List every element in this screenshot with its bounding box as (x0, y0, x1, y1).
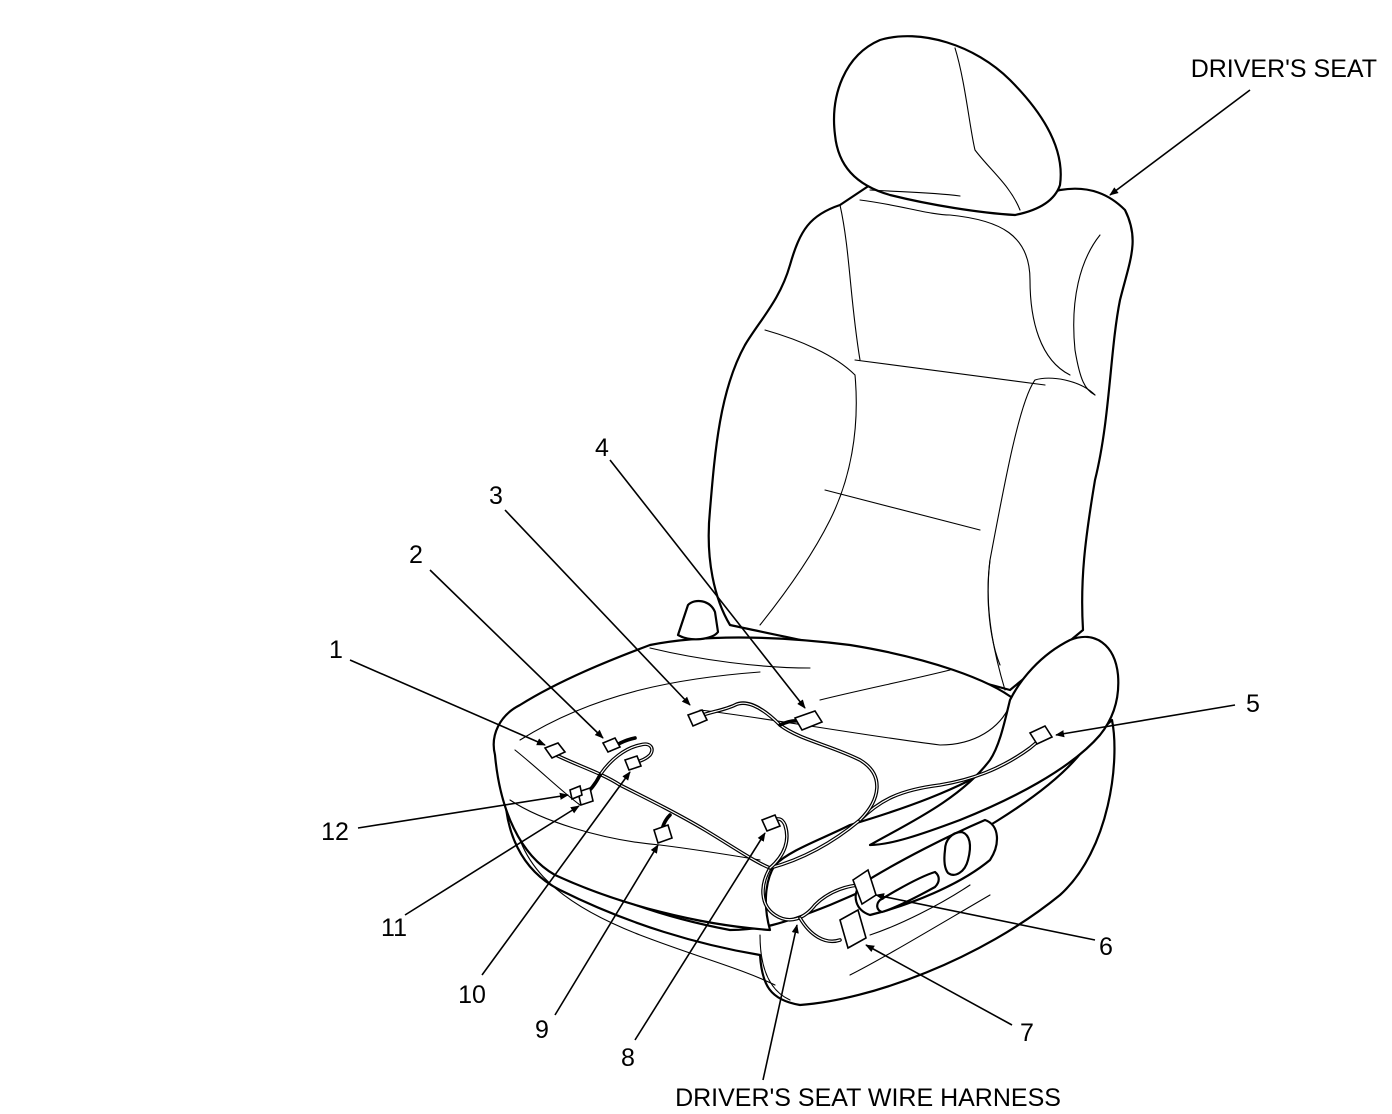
seat-adjust-knob (876, 870, 940, 914)
connector-5 (1028, 724, 1054, 746)
leader-10 (481, 771, 631, 976)
callout-10: 10 (458, 981, 486, 1009)
callout-12: 12 (321, 818, 349, 846)
drivers-seat-drawing (492, 35, 1134, 1007)
drivers-seat-label: DRIVER'S SEAT (1191, 55, 1377, 83)
connector-4 (793, 710, 824, 731)
callout-7: 7 (1020, 1019, 1034, 1047)
seat-belt-latch (676, 599, 720, 641)
callout-2: 2 (409, 541, 423, 569)
leader-6 (875, 893, 1096, 941)
seat-backrest (707, 183, 1134, 692)
connector-12 (569, 784, 583, 801)
recline-switch (943, 830, 972, 876)
connector-3 (686, 709, 709, 728)
connector-10 (623, 755, 643, 771)
connector-1 (543, 742, 567, 760)
seat-headrest (833, 35, 1062, 217)
connectors (543, 709, 1054, 950)
callout-11: 11 (381, 914, 407, 942)
leader-5 (1055, 704, 1236, 738)
leader-4 (609, 459, 806, 709)
leader-2 (429, 569, 604, 739)
connector-8 (760, 813, 782, 833)
callout-8: 8 (621, 1044, 635, 1072)
connector-2 (601, 736, 622, 754)
callout-9: 9 (535, 1016, 549, 1044)
seat-side-bolster (868, 635, 1120, 847)
wire-harness-label: DRIVER'S SEAT WIRE HARNESS (675, 1084, 1061, 1112)
connector-7 (839, 908, 867, 950)
leader-1 (349, 659, 546, 746)
leader-lines (349, 89, 1251, 1081)
text-labels: DRIVER'S SEAT DRIVER'S SEAT WIRE HARNESS… (321, 55, 1377, 1112)
leader-7 (865, 944, 1013, 1026)
leader-drivers-seat (1109, 89, 1251, 196)
leader-12 (357, 792, 569, 829)
callout-1: 1 (329, 636, 343, 664)
seat-base (503, 718, 1116, 1007)
callout-3: 3 (489, 482, 503, 510)
connector-9 (653, 823, 673, 845)
leader-8 (634, 832, 766, 1041)
callout-5: 5 (1246, 690, 1260, 718)
leader-11 (404, 805, 580, 916)
leader-3 (504, 509, 691, 706)
callout-4: 4 (595, 434, 609, 462)
callout-6: 6 (1099, 933, 1113, 961)
leader-9 (554, 844, 659, 1016)
leader-harness (762, 924, 799, 1081)
